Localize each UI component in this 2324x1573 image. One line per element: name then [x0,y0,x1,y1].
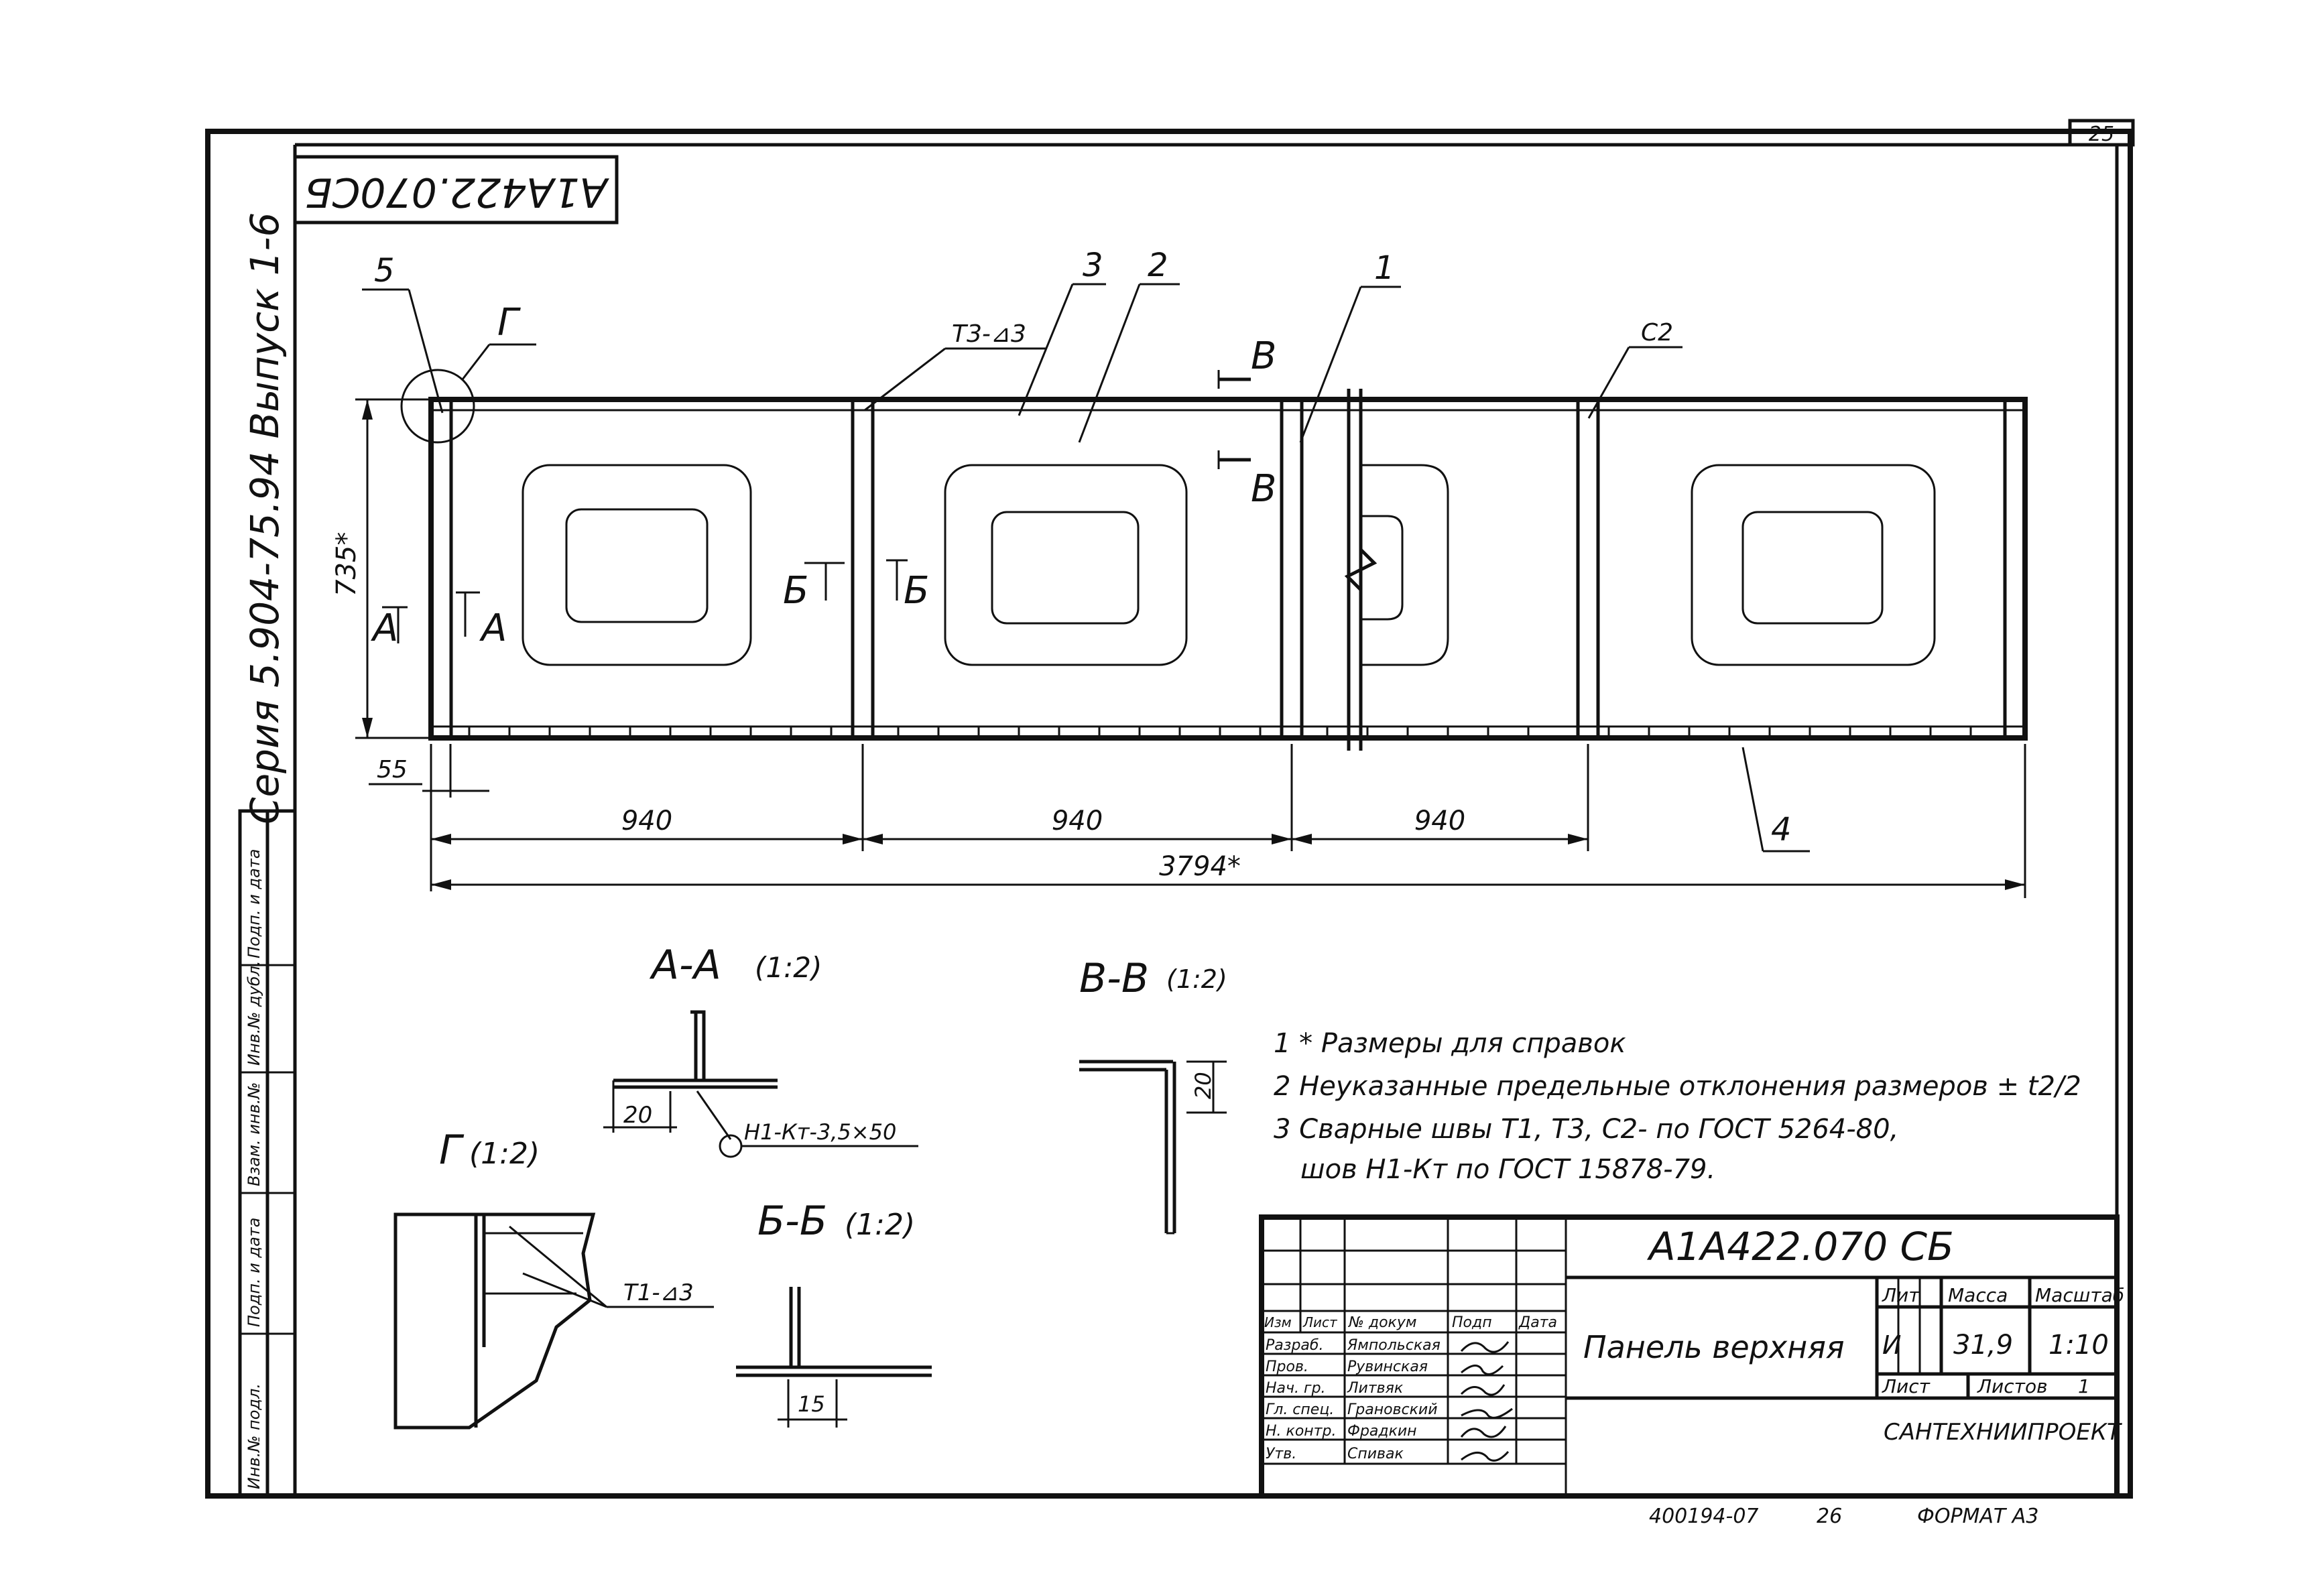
tb-doc-code: А1А422.070 СБ [1646,1224,1954,1269]
section-V-top: В [1251,334,1276,378]
panel-studs [468,727,1972,738]
side-stamp-3: Взам. инв.№ [245,1082,263,1186]
note-3a: 3 Сварные швы Т1, Т3, С2- по ГОСТ 5264-8… [1274,1114,1898,1145]
tb-lit-value: И [1882,1330,1901,1360]
detail-VV: В-В (1:2) 20 [1079,955,1227,1235]
footer-num: 26 [1817,1505,1842,1528]
dim-bay2: 940 [1052,806,1103,836]
notes: 1 * Размеры для справок 2 Неуказанные пр… [1274,1028,2081,1185]
page-number-box: 25 [2068,119,2135,147]
callout-4: 4 [1771,811,1792,848]
page-number: 25 [2089,123,2114,146]
tb-role-1: Разраб. [1266,1337,1323,1354]
section-A-right: А [479,607,507,650]
detail-BB-title: Б-Б [757,1198,827,1245]
callouts: 5 Г 3 2 1 Т3-⊿3 С2 4 [362,247,1810,853]
tb-role-2: Пров. [1266,1359,1308,1375]
detail-VV-dim: 20 [1190,1072,1216,1099]
tb-hdr-izm: Изм [1264,1314,1292,1330]
detail-G-weld: Т1-⊿3 [623,1279,694,1306]
tb-sheet-label: Лист [1882,1375,1931,1397]
side-stamp: Инв.№ подл. Подп. и дата Взам. инв.№ Инв… [238,809,297,1498]
detail-AA-title: А-А [649,942,721,989]
dim-bay3: 940 [1414,806,1465,836]
tb-sheets-value: 1 [2078,1375,2090,1397]
detail-G: Г (1:2) Т1-⊿3 [393,1127,714,1430]
footer-code: 400194-07 [1649,1505,1759,1528]
rotated-code: А1А422.070СБ [304,168,609,215]
section-V-bot: В [1251,467,1276,511]
side-stamp-1: Инв.№ подл. [245,1383,263,1489]
tb-mass-value: 31,9 [1953,1330,2013,1361]
detail-AA: А-А (1:2) 20 Н1-Кт-3,5×50 [603,942,918,1158]
side-stamp-4: Инв.№ дубл. [245,960,263,1066]
tb-name: Панель верхняя [1583,1329,1845,1365]
callout-C2: С2 [1641,319,1673,347]
footer-format: ФОРМАТ А3 [1917,1505,2038,1528]
detail-BB-dim: 15 [798,1391,825,1417]
section-B-right: Б [904,569,929,613]
note-2: 2 Неуказанные предельные отклонения разм… [1274,1071,2081,1102]
callout-1: 1 [1374,249,1395,287]
title-block: А1А422.070 СБ Панель верхняя Лит Масса М… [1259,1214,2124,1499]
side-stamp-2: Подп. и дата [245,1218,263,1328]
sheet-frame [205,129,2133,1499]
note-1: 1 * Размеры для справок [1274,1028,1626,1059]
tb-person-3: Литвяк [1347,1380,1404,1397]
callout-5: 5 [374,252,395,290]
dim-bay1: 940 [621,806,672,836]
tb-role-4: Гл. спец. [1266,1401,1334,1418]
detail-VV-scale: (1:2) [1166,964,1227,994]
detail-G-title: Г [439,1127,465,1174]
callout-2: 2 [1148,247,1168,284]
detail-AA-scale: (1:2) [755,951,822,984]
tb-role-5: Н. контр. [1266,1423,1336,1440]
footer: 400194-07 26 ФОРМАТ А3 [1649,1505,2038,1528]
detail-VV-title: В-В [1079,955,1149,1002]
tb-scale-value: 1:10 [2048,1330,2109,1361]
callout-3: 3 [1083,247,1103,284]
tb-scale-label: Масштаб [2035,1284,2124,1306]
dim-height: 735* [331,532,362,596]
rotated-code-box: А1А422.070СБ [293,155,619,225]
tb-sheets-label: Листов [1977,1375,2048,1397]
tb-role-6: Утв. [1266,1446,1296,1462]
detail-G-scale: (1:2) [469,1137,540,1171]
tb-hdr-data: Дата [1518,1314,1557,1331]
detail-AA-dim: 20 [623,1102,652,1129]
tb-person-2: Рувинская [1347,1359,1428,1375]
detail-BB-scale: (1:2) [845,1208,915,1242]
tb-hdr-list: Лист [1302,1314,1338,1330]
tb-person-1: Ямпольская [1347,1337,1441,1354]
tb-person-4: Грановский [1347,1401,1438,1418]
signatures [1460,1341,1513,1462]
side-stamp-5: Подп. и дата [245,849,263,959]
dimensions: 735* 55 940 940 940 3794* [331,398,2026,898]
tb-hdr-podp: Подп [1452,1314,1492,1331]
dim-total: 3794* [1159,851,1241,882]
panel-view [428,389,2028,751]
detail-AA-weld: Н1-Кт-3,5×50 [744,1119,896,1145]
dim-offset: 55 [377,756,408,783]
tb-hdr-ndoc: № докум [1348,1314,1416,1331]
tb-mass-label: Масса [1948,1284,2008,1306]
series-text: Серия 5.904-75.94 Выпуск 1-6 [242,212,288,824]
tb-person-6: Спивак [1347,1446,1404,1462]
note-3b: шов Н1-Кт по ГОСТ 15878-79. [1300,1154,1715,1185]
callout-T3: Т3-⊿3 [952,320,1026,348]
section-marks: А А Б Б В В [371,334,1276,650]
tb-org: САНТЕХНИИПРОЕКТ [1884,1419,2122,1446]
section-A-left: А [371,607,398,650]
tb-lit-label: Лит [1882,1284,1920,1306]
tb-person-5: Фрадкин [1347,1423,1417,1440]
callout-G: Г [497,301,521,344]
section-B-left: Б [783,569,808,613]
tb-role-3: Нач. гр. [1266,1380,1326,1397]
detail-BB: Б-Б (1:2) 15 [736,1198,932,1428]
